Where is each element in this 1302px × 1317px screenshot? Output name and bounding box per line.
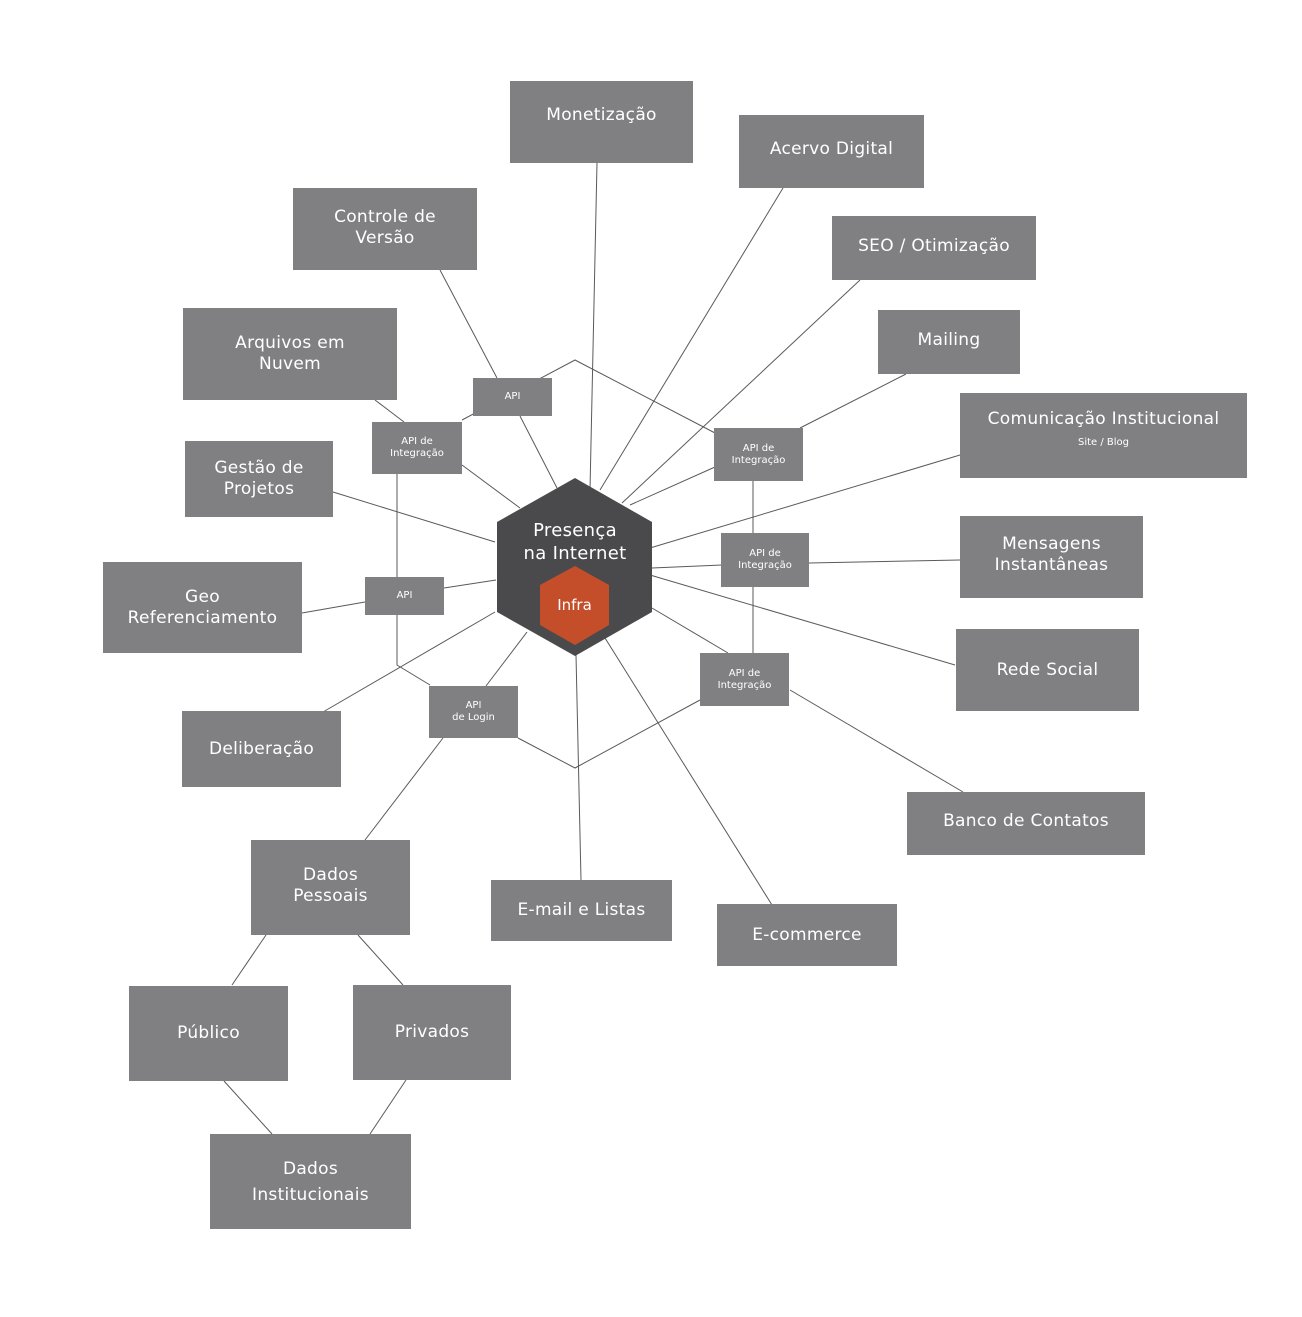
module-label: Privados [394,1022,470,1042]
module-ecommerce[interactable]: E-commerce [717,904,897,966]
module-rede-social[interactable]: Rede Social [956,629,1139,711]
module-label: Controle de Versão [334,207,436,248]
outer-ring-line [517,699,701,769]
module-label: Banco de Contatos [943,811,1109,831]
spoke-line [374,399,405,423]
tree-line [223,1080,273,1135]
tree-line [357,934,404,986]
api-integracao-right-top[interactable]: API de Integração [714,428,803,481]
api-label: API de Integração [390,436,444,459]
outer-ring-line [396,474,431,686]
module-dados-institucionais[interactable]: Dados Institucionais [210,1134,411,1229]
tree-line [231,934,267,986]
spoke-line [589,162,598,491]
module-deliberacao[interactable]: Deliberação [182,711,341,787]
module-label: Gestão de Projetos [214,458,304,499]
spoke-line [604,637,773,906]
module-label: Rede Social [996,659,1099,680]
api-top[interactable]: API [473,378,552,416]
spoke-line [651,564,723,569]
infra-hexagon [540,566,609,645]
spoke-line [649,454,961,549]
module-label: Arquivos em Nuvem [235,333,345,374]
module-gestao-de-projetos[interactable]: Gestão de Projetos [185,441,333,517]
spoke-line [301,601,366,614]
module-geo-referenciamento[interactable]: Geo Referenciamento [103,562,302,653]
api-label: API de Login [452,700,495,723]
module-label: Mensagens Instantâneas [994,534,1109,575]
spoke-line [443,579,497,589]
spoke-line [651,607,729,654]
module-label: Comunicação Institucional [987,409,1220,429]
module-comunicacao-institucional[interactable]: Comunicação Institucional Site / Blog [960,393,1247,478]
module-seo[interactable]: SEO / Otimização [832,216,1036,280]
api-label: API [504,391,521,402]
spoke-line [364,737,444,841]
module-label: Acervo Digital [769,139,894,159]
module-label: Deliberação [208,738,315,759]
module-label: Público [177,1023,240,1043]
module-mailing[interactable]: Mailing [878,310,1020,374]
module-dados-pessoais[interactable]: Dados Pessoais [251,840,410,935]
api-integracao-right-mid[interactable]: API de Integração [721,533,809,587]
spoke-line [789,689,964,793]
module-label: Monetização [546,105,657,125]
api-label: API de Integração [738,548,792,571]
spoke-line [575,654,582,881]
module-label: E-commerce [752,924,862,945]
spoke-line [799,373,907,429]
spoke-line [629,466,716,506]
module-monetizacao[interactable]: Monetização [510,81,693,163]
spoke-line [322,611,496,713]
spoke-line [599,187,784,491]
module-arquivos-em-nuvem[interactable]: Arquivos em Nuvem [183,308,397,400]
api-left[interactable]: API [365,577,444,615]
api-integracao-right-bottom[interactable]: API de Integração [700,653,789,706]
module-controle-de-versao[interactable]: Controle de Versão [293,188,477,270]
module-privados[interactable]: Privados [353,985,511,1080]
spoke-line [332,491,496,543]
module-label: Dados Institucionais [252,1158,369,1205]
spoke-line [649,574,956,666]
module-mensagens-instantaneas[interactable]: Mensagens Instantâneas [960,516,1143,598]
api-label: API de Integração [717,667,772,691]
module-sublabel: Site / Blog [1077,437,1130,448]
api-integracao-left[interactable]: API de Integração [372,422,462,474]
spoke-line [485,631,528,687]
api-login[interactable]: API de Login [429,686,518,738]
spoke-line [439,269,498,379]
module-label: Dados Pessoais [293,865,368,906]
spoke-line [808,559,961,564]
infra-label: Infra [557,596,592,614]
module-publico[interactable]: Público [129,986,288,1081]
module-label: Mailing [917,330,981,350]
tree-line [369,1079,407,1135]
api-label: API de Integração [731,442,786,466]
api-label: API [396,590,413,601]
spoke-line [519,415,558,489]
module-label: SEO / Otimização [858,236,1010,256]
spoke-line [461,464,521,509]
center-title: Presença na Internet [523,520,627,564]
module-label: E-mail e Listas [517,900,646,920]
module-banco-de-contatos[interactable]: Banco de Contatos [907,792,1145,855]
module-email-e-listas[interactable]: E-mail e Listas [491,880,672,941]
module-acervo-digital[interactable]: Acervo Digital [739,115,924,188]
spoke-line [621,279,861,504]
module-label: Geo Referenciamento [127,586,278,628]
